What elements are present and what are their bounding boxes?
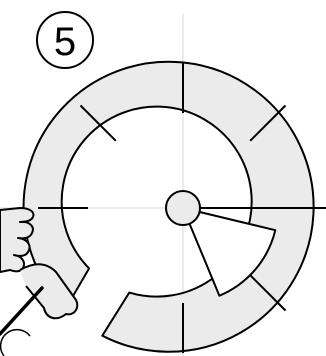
step-number-badge: 5 <box>37 12 93 68</box>
hub-circle <box>166 191 200 225</box>
pointer-stick-icon <box>0 288 42 334</box>
step-number: 5 <box>54 20 76 64</box>
partial-circle-icon <box>1 330 30 356</box>
